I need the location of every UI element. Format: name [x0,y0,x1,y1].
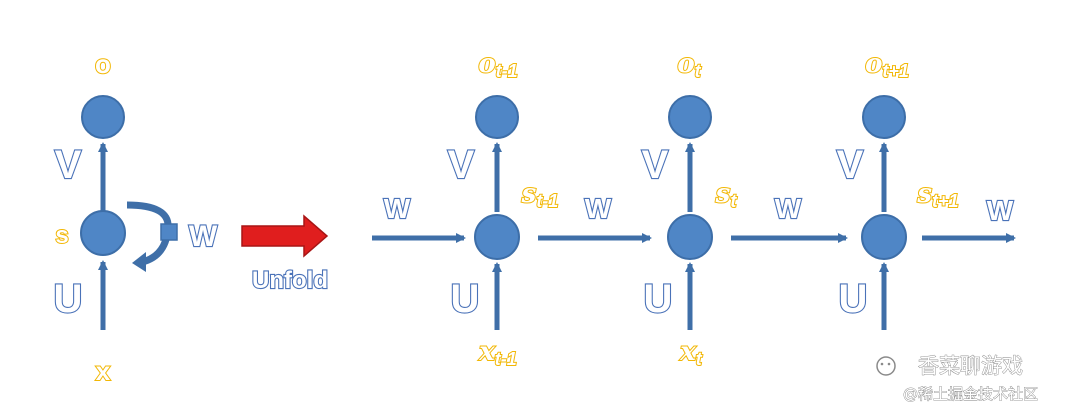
unfold-transition: Unfold [241,214,329,295]
wechat-icon [876,356,896,376]
folded-v-label: V [55,143,82,187]
recurrent-weight-box [160,223,178,241]
step0-v-label: V [448,143,475,187]
time-step-t: V U ot st xt [641,48,739,370]
step0-state-label: st-1 [521,179,559,211]
time-step-t-minus-1: V U ot-1 st-1 xt-1 [447,48,560,370]
step1-v-label: V [642,143,669,187]
folded-state-node [80,210,126,256]
step0-input-label: xt-1 [478,337,517,369]
recurrent-loop-arrowhead [132,252,146,272]
watermark: 香菜聊游戏 @稀土掘金技术社区 [876,354,1038,403]
step0-output-label: ot-1 [478,49,517,81]
step2-v-label: V [837,143,864,187]
w-label-out: W [987,195,1014,226]
unfold-arrow [241,214,329,258]
folded-output-label: o [95,49,111,79]
folded-w-label: W [189,220,218,253]
step0-output-node [475,95,519,139]
step1-u-label: U [644,277,673,321]
step2-output-node [862,95,906,139]
unrolled-rnn: W W W W V U ot-1 st-1 xt-1 V U ot st xt [372,48,1016,370]
step1-output-label: ot [677,49,701,81]
w-label-1: W [585,193,612,224]
step2-u-label: U [839,277,868,321]
w-label-0: W [384,193,411,224]
step0-state-node [474,214,520,260]
step1-input-label: xt [679,337,703,369]
folded-state-label: s [55,222,68,249]
folded-output-node [81,95,125,139]
watermark-line1: 香菜聊游戏 [918,354,1023,378]
step1-output-node [668,95,712,139]
step2-output-label: ot+1 [865,49,909,81]
folded-input-label: x [96,356,111,386]
unfold-label: Unfold [252,267,328,294]
step0-u-label: U [451,277,480,321]
step2-state-node [861,214,907,260]
folded-rnn: o s x V U W [52,48,218,387]
w-label-2: W [775,193,802,224]
watermark-line2: @稀土掘金技术社区 [903,385,1038,403]
step1-state-label: st [715,179,738,211]
folded-u-label: U [54,277,83,321]
step1-state-node [667,214,713,260]
step2-state-label: st+1 [916,179,958,211]
time-step-t-plus-1: V U ot+1 st+1 [836,48,960,330]
